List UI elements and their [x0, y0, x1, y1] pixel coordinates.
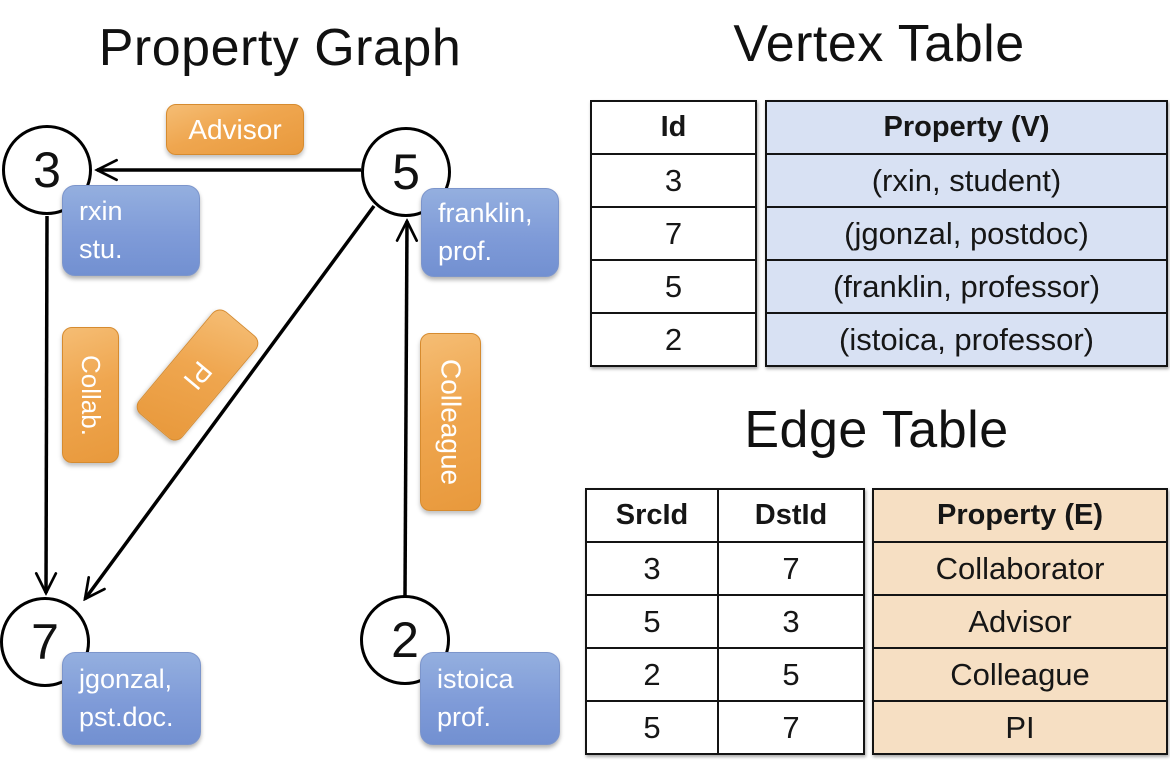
edge-table-property-column: Property (E) Collaborator Advisor Collea… [872, 488, 1168, 755]
edge-label-advisor: Advisor [166, 104, 304, 155]
vertex-property-cell: (istoica, professor) [767, 312, 1166, 365]
vertex-property-header: Property (V) [767, 102, 1166, 153]
node-3-label: 3 [33, 142, 61, 198]
graph-node-5: 5 [361, 127, 451, 217]
edge-table-title: Edge Table [744, 401, 1009, 459]
edge-dstid-header: DstId [717, 490, 863, 541]
vertex-prop-box-istoica: istoica prof. [420, 652, 560, 745]
vertex-property-cell: (franklin, professor) [767, 259, 1166, 312]
vertex-prop-line: stu. [79, 233, 123, 264]
node-5-label: 5 [392, 144, 420, 200]
vertex-table-title: Vertex Table [733, 15, 1025, 73]
node-7-label: 7 [31, 614, 59, 670]
vertex-prop-line: prof. [437, 701, 492, 732]
vertex-table-property-column: Property (V) (rxin, student) (jgonzal, p… [765, 100, 1168, 367]
edge-property-cell: Colleague [874, 647, 1166, 700]
vertex-property-cell: (rxin, student) [767, 153, 1166, 206]
property-graph-title: Property Graph [98, 19, 462, 77]
vertex-prop-line: prof. [438, 235, 493, 266]
graph-node-2: 2 [360, 595, 450, 685]
edge-srcid-cell: 2 [643, 656, 661, 692]
edge-srcid-cell: 5 [643, 603, 661, 639]
vertex-id-cell: 7 [592, 206, 755, 259]
edge-property-cell: Advisor [874, 594, 1166, 647]
edge-dstid-cell: 7 [717, 702, 863, 753]
edge-collab-3-to-7 [46, 215, 47, 593]
edge-property-header: Property (E) [874, 490, 1166, 541]
vertex-property-cell: (jgonzal, postdoc) [767, 206, 1166, 259]
vertex-prop-line: rxin [79, 196, 123, 227]
edge-pi-5-to-7 [85, 204, 376, 599]
vertex-id-cell: 3 [592, 153, 755, 206]
vertex-id-header: Id [660, 111, 687, 143]
vertex-id-cell: 2 [592, 312, 755, 365]
edge-dstid-cell: 5 [717, 649, 863, 700]
edge-arrows-svg [0, 0, 560, 760]
vertex-prop-line: jgonzal, [79, 664, 173, 695]
vertex-prop-line: istoica [437, 664, 514, 695]
edge-srcid-cell: 3 [643, 550, 661, 586]
vertex-prop-line: franklin, [438, 198, 533, 229]
edge-label-collab: Collab. [62, 327, 119, 463]
vertex-id-cell: 5 [592, 259, 755, 312]
edge-table-src-dst-columns: SrcId DstId 3 7 5 3 2 5 5 7 [585, 488, 865, 755]
edge-dstid-cell: 3 [717, 596, 863, 647]
edge-dstid-cell: 7 [717, 543, 863, 594]
vertex-prop-box-franklin: franklin, prof. [421, 188, 559, 277]
edge-srcid-cell: 5 [643, 709, 661, 745]
edge-property-cell: PI [874, 700, 1166, 753]
node-2-label: 2 [391, 612, 419, 668]
edge-label-colleague: Colleague [420, 333, 481, 511]
vertex-prop-box-jgonzal: jgonzal, pst.doc. [62, 652, 201, 745]
vertex-prop-line: pst.doc. [79, 701, 174, 732]
edge-colleague-2-to-5 [405, 221, 407, 597]
vertex-table-id-column: Id 3 7 5 2 [590, 100, 757, 367]
edge-srcid-header: SrcId [615, 499, 689, 531]
vertex-prop-box-rxin: rxin stu. [62, 185, 200, 276]
edge-property-cell: Collaborator [874, 541, 1166, 594]
